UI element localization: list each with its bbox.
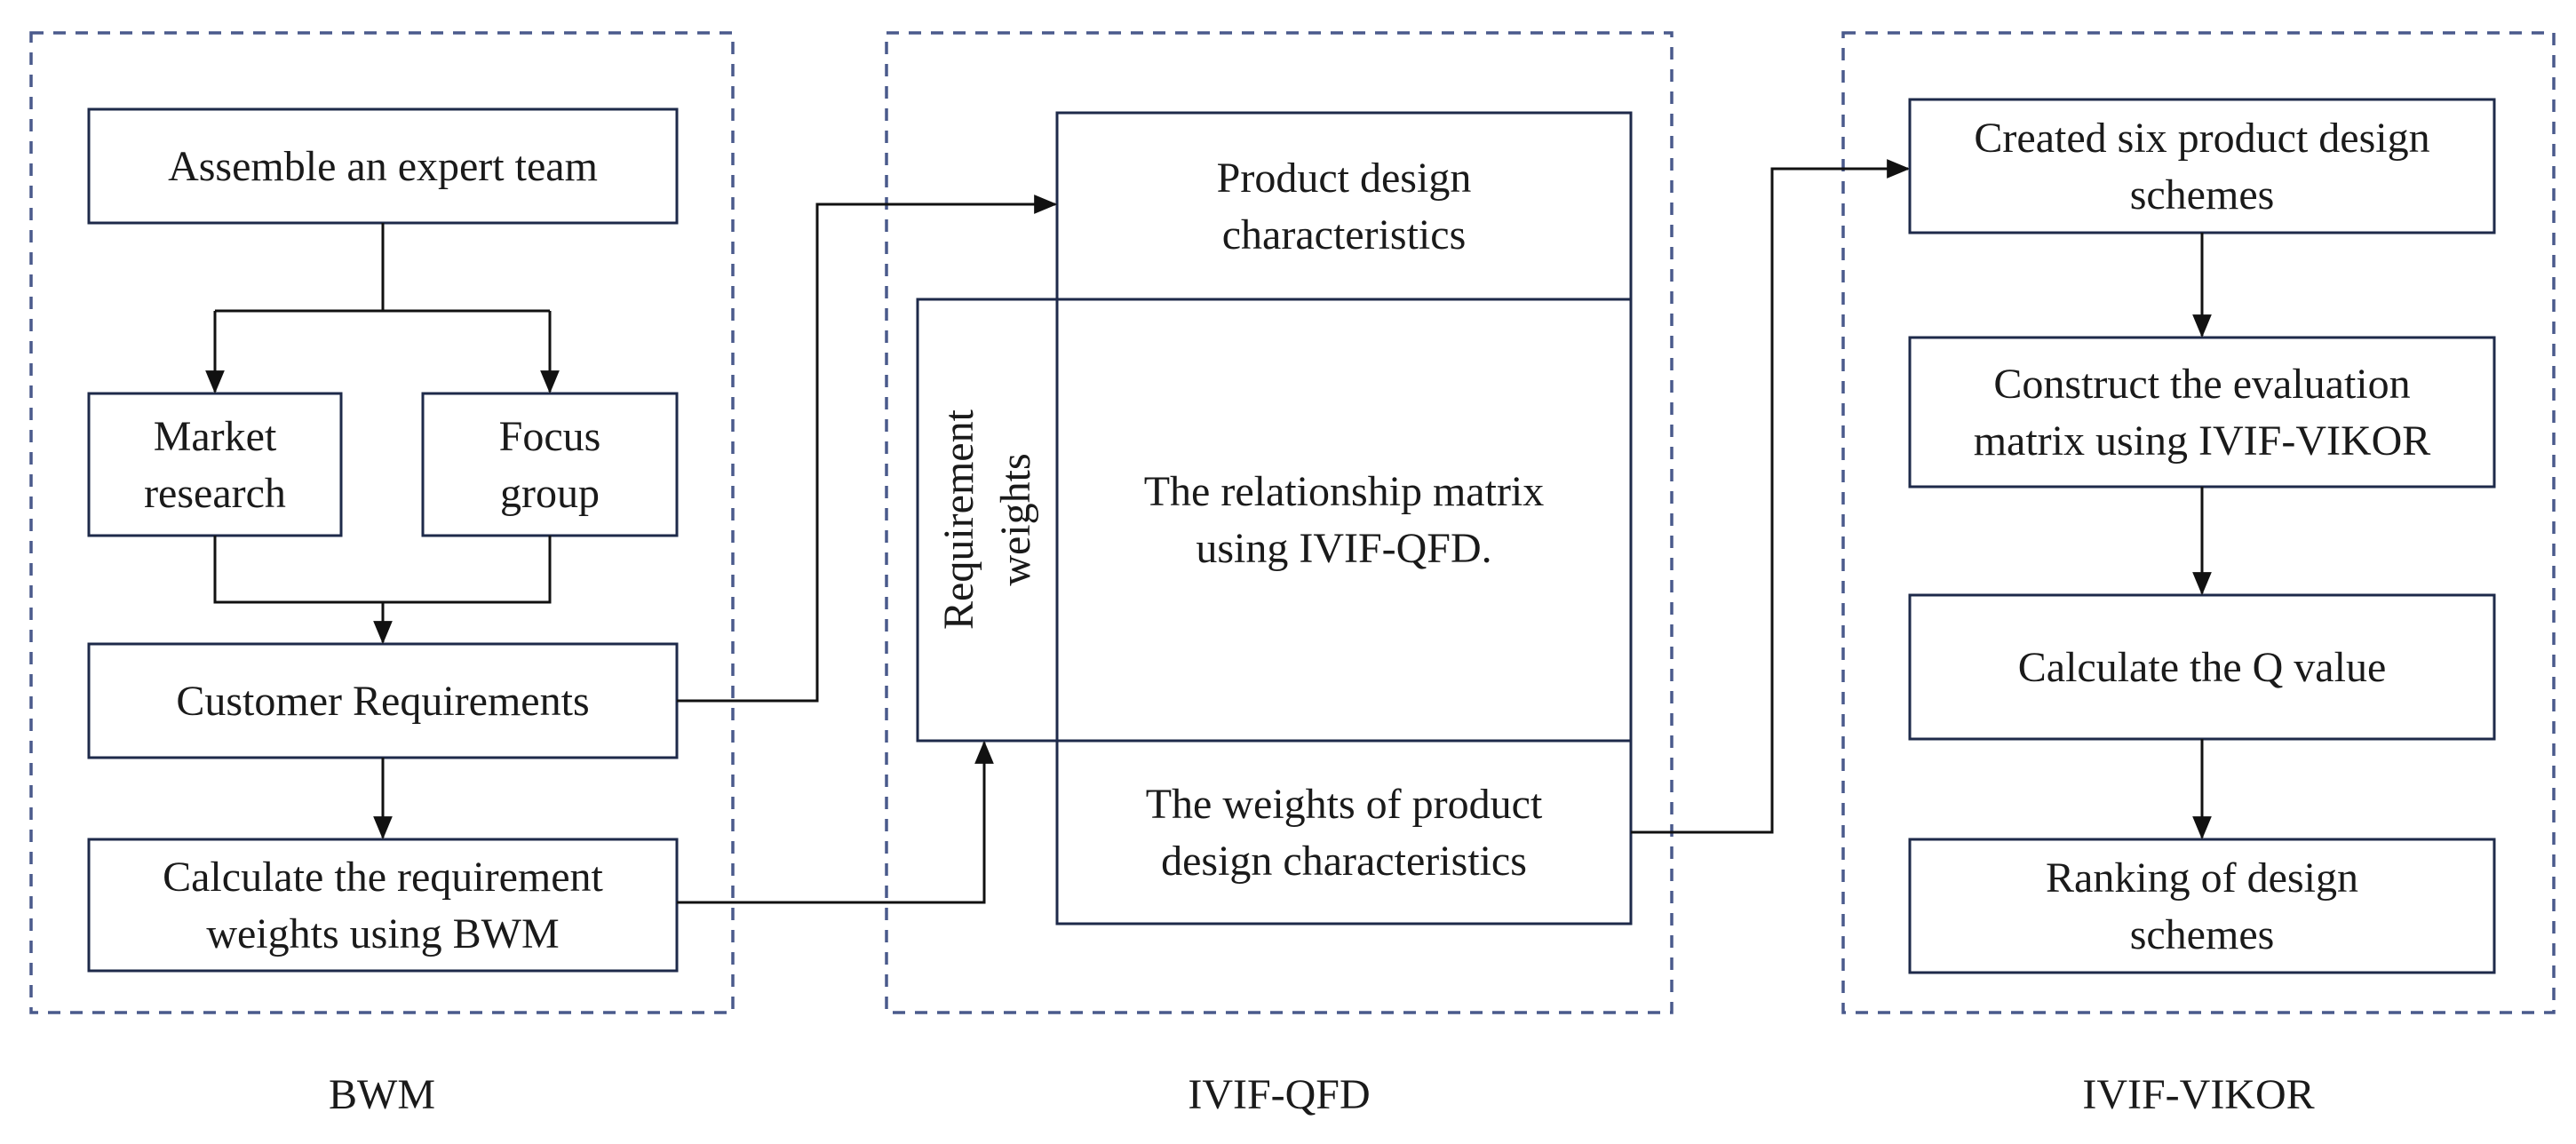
relationship-matrix-line-1: The relationship matrix bbox=[1144, 468, 1545, 515]
ivif-vikor-panel-label: IVIF-VIKOR bbox=[2082, 1071, 2314, 1118]
arrow-qfd-to-vikor bbox=[1631, 159, 1911, 834]
customer-requirements-box bbox=[87, 642, 679, 759]
weights-of-product-design-characteristics-line-2: design characteristics bbox=[1161, 838, 1527, 885]
product-design-characteristics-line-2: characteristics bbox=[1222, 211, 1467, 258]
ranking-design-schemes-line-1: Ranking of design bbox=[2046, 854, 2358, 902]
construct-evaluation-matrix-box bbox=[1908, 336, 2496, 489]
customer-requirements-line-1: Customer Requirements bbox=[176, 678, 589, 725]
market-research-line-2: research bbox=[144, 470, 286, 517]
calculate-requirement-weights-line-2: weights using BWM bbox=[206, 910, 559, 957]
weights-of-product-design-characteristics-text: The weights of product design characteris… bbox=[1146, 781, 1543, 885]
construct-evaluation-matrix-line-1: Construct the evaluation bbox=[1993, 361, 2410, 408]
focus-group-text: Focus group bbox=[499, 413, 601, 517]
construct-evaluation-matrix-line-2: matrix using IVIF-VIKOR bbox=[1974, 417, 2431, 465]
construct-evaluation-matrix-text: Construct the evaluation matrix using IVI… bbox=[1974, 361, 2431, 465]
product-design-characteristics-line-1: Product design bbox=[1217, 155, 1472, 202]
product-design-characteristics-text: Product design characteristics bbox=[1217, 155, 1472, 258]
created-design-schemes-text: Created six product design schemes bbox=[1974, 115, 2429, 218]
arrow-weights-to-requirement-weights bbox=[677, 740, 994, 904]
assemble-expert-team-line-1: Assemble an expert team bbox=[168, 143, 598, 190]
connector-team-split bbox=[215, 223, 550, 313]
calculate-q-value-line-1: Calculate the Q value bbox=[2018, 644, 2387, 691]
ivif-vikor-panel bbox=[1841, 31, 2556, 1014]
assemble-expert-team-text: Assemble an expert team bbox=[168, 143, 598, 190]
customer-requirements-text: Customer Requirements bbox=[176, 678, 589, 725]
ranking-design-schemes-line-2: schemes bbox=[2130, 911, 2275, 958]
calculate-q-value-text: Calculate the Q value bbox=[2018, 644, 2387, 691]
focus-group-line-1: Focus bbox=[499, 413, 601, 460]
calculate-requirement-weights-text: Calculate the requirement weights using B… bbox=[163, 854, 603, 957]
created-design-schemes-line-1: Created six product design bbox=[1974, 115, 2429, 162]
requirement-weights-box bbox=[916, 298, 1059, 743]
calculate-q-value-box bbox=[1908, 593, 2496, 741]
requirement-weights-line-1: Requirement bbox=[935, 409, 982, 630]
ivif-qfd-panel bbox=[885, 31, 1674, 1014]
market-research-line-1: Market bbox=[154, 413, 277, 460]
calculate-requirement-weights-box bbox=[87, 838, 679, 973]
relationship-matrix-box bbox=[1055, 298, 1633, 743]
bwm-panel-label: BWM bbox=[329, 1071, 435, 1118]
arrow-customer-to-characteristics bbox=[677, 195, 1058, 703]
created-design-schemes-line-2: schemes bbox=[2130, 171, 2275, 218]
relationship-matrix-text: The relationship matrix using IVIF-QFD. bbox=[1144, 468, 1545, 572]
ranking-design-schemes-box bbox=[1908, 838, 2496, 974]
ranking-design-schemes-text: Ranking of design schemes bbox=[2046, 854, 2358, 958]
weights-of-product-design-characteristics-box bbox=[1055, 739, 1633, 926]
relationship-matrix-line-2: using IVIF-QFD. bbox=[1196, 525, 1491, 572]
weights-of-product-design-characteristics-line-1: The weights of product bbox=[1146, 781, 1543, 828]
requirement-weights-line-2: weights bbox=[992, 453, 1039, 585]
assemble-expert-team-box bbox=[87, 107, 679, 225]
focus-group-line-2: group bbox=[500, 470, 600, 517]
ivif-qfd-panel-label: IVIF-QFD bbox=[1188, 1071, 1370, 1118]
bwm-panel bbox=[29, 31, 735, 1014]
created-design-schemes-box bbox=[1908, 98, 2496, 234]
product-design-characteristics-box bbox=[1055, 111, 1633, 301]
market-research-text: Market research bbox=[144, 413, 286, 517]
connector-merge bbox=[213, 536, 552, 604]
calculate-requirement-weights-line-1: Calculate the requirement bbox=[163, 854, 603, 901]
